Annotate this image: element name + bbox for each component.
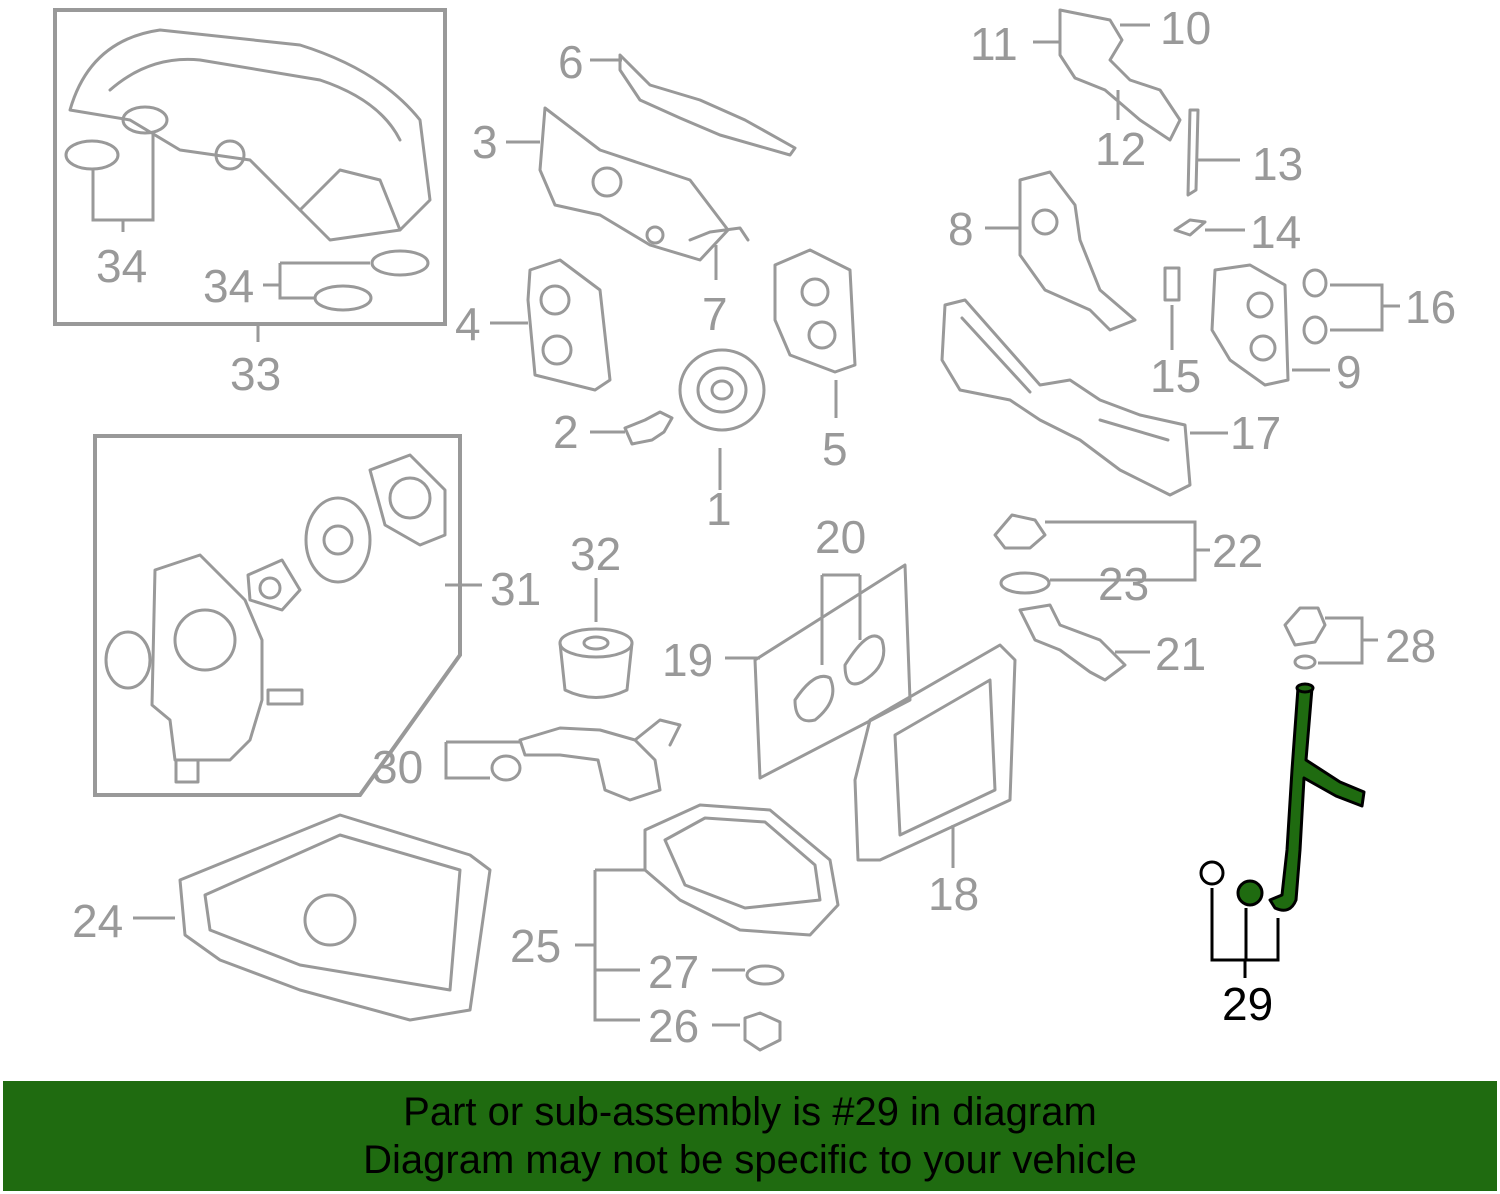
callout-26: 26	[648, 1000, 699, 1052]
callout-29-lead	[1210, 888, 1280, 978]
timing-cover-plate	[1210, 263, 1290, 387]
callout-1: 1	[706, 483, 732, 535]
callout-27: 27	[648, 946, 699, 998]
callout-12: 12	[1095, 123, 1146, 175]
callout-21: 21	[1155, 628, 1206, 680]
timing-cover-left	[526, 258, 612, 392]
callout-11: 11	[970, 18, 1018, 70]
dipstick-handle	[1283, 606, 1327, 670]
timing-cover-gasket-upper	[1058, 8, 1182, 142]
callout-33: 33	[230, 348, 281, 400]
intake-manifold	[64, 28, 432, 312]
oil-pan-baffle	[853, 643, 1017, 862]
oil-filter	[558, 627, 634, 699]
callout-15: 15	[1150, 350, 1201, 402]
oil-dipstick-tube	[1199, 682, 1366, 912]
oil-pan-upper	[178, 813, 492, 1022]
callout-7: 7	[702, 288, 728, 340]
callout-10: 10	[1160, 2, 1211, 54]
callout-4: 4	[455, 298, 481, 350]
callout-20: 20	[815, 511, 866, 563]
callout-5: 5	[822, 423, 848, 475]
callout-9: 9	[1336, 346, 1362, 398]
footer-line-2: Diagram may not be specific to your vehi…	[363, 1138, 1137, 1182]
oil-filler-cap	[993, 513, 1051, 595]
callout-3: 3	[472, 116, 498, 168]
oil-strainer	[490, 718, 682, 802]
callout-23: 23	[1098, 558, 1149, 610]
parts-diagram: 1 2 3 4 5 6 7 8 9 10 11 12 13 14 15 16 1…	[53, 2, 1456, 1052]
callout-17: 17	[1230, 407, 1281, 459]
callout-24: 24	[72, 895, 123, 947]
footer-line-1: Part or sub-assembly is #29 in diagram	[403, 1090, 1097, 1134]
timing-cover-seal	[688, 226, 750, 242]
oil-filler-pipe	[1018, 603, 1127, 682]
callout-6: 6	[558, 36, 584, 88]
timing-cover-right	[773, 248, 857, 374]
timing-belt	[940, 298, 1192, 497]
callout-31: 31	[490, 563, 541, 615]
callout-2: 2	[553, 406, 579, 458]
oil-pan-lower	[643, 803, 840, 937]
callout-32: 32	[570, 528, 621, 580]
callout-14: 14	[1250, 206, 1301, 258]
crankshaft-bolt	[623, 410, 674, 446]
callout-34-right: 34	[203, 260, 254, 312]
callout-8: 8	[948, 203, 974, 255]
drain-plug-gasket	[745, 964, 785, 986]
intake-manifold-box	[53, 8, 447, 326]
timing-belt-cover-inner	[1018, 170, 1137, 332]
callout-13: 13	[1252, 138, 1303, 190]
o-ring-b	[1302, 315, 1328, 345]
callout-28: 28	[1385, 620, 1436, 672]
callout-18: 18	[928, 868, 979, 920]
o-ring-a	[1302, 268, 1328, 298]
engine-gasket-plate	[753, 563, 912, 780]
timing-cover-gasket	[618, 53, 797, 157]
callout-29: 29	[1222, 978, 1273, 1030]
seal-strip	[1186, 108, 1200, 197]
callout-16: 16	[1405, 281, 1456, 333]
callout-25: 25	[510, 920, 561, 972]
drain-plug	[743, 1011, 782, 1052]
timing-belt-cover-front	[538, 106, 730, 262]
callout-30: 30	[372, 741, 423, 793]
footer-banner: Part or sub-assembly is #29 in diagram D…	[3, 1081, 1497, 1191]
crankshaft-pulley	[678, 348, 766, 432]
callout-19: 19	[662, 634, 713, 686]
oil-pump-assembly	[104, 453, 447, 784]
oil-pump-box	[93, 434, 462, 797]
callout-22: 22	[1212, 525, 1263, 577]
small-gasket	[1173, 218, 1207, 237]
callout-34-top: 34	[96, 240, 147, 292]
plug	[1163, 266, 1181, 302]
